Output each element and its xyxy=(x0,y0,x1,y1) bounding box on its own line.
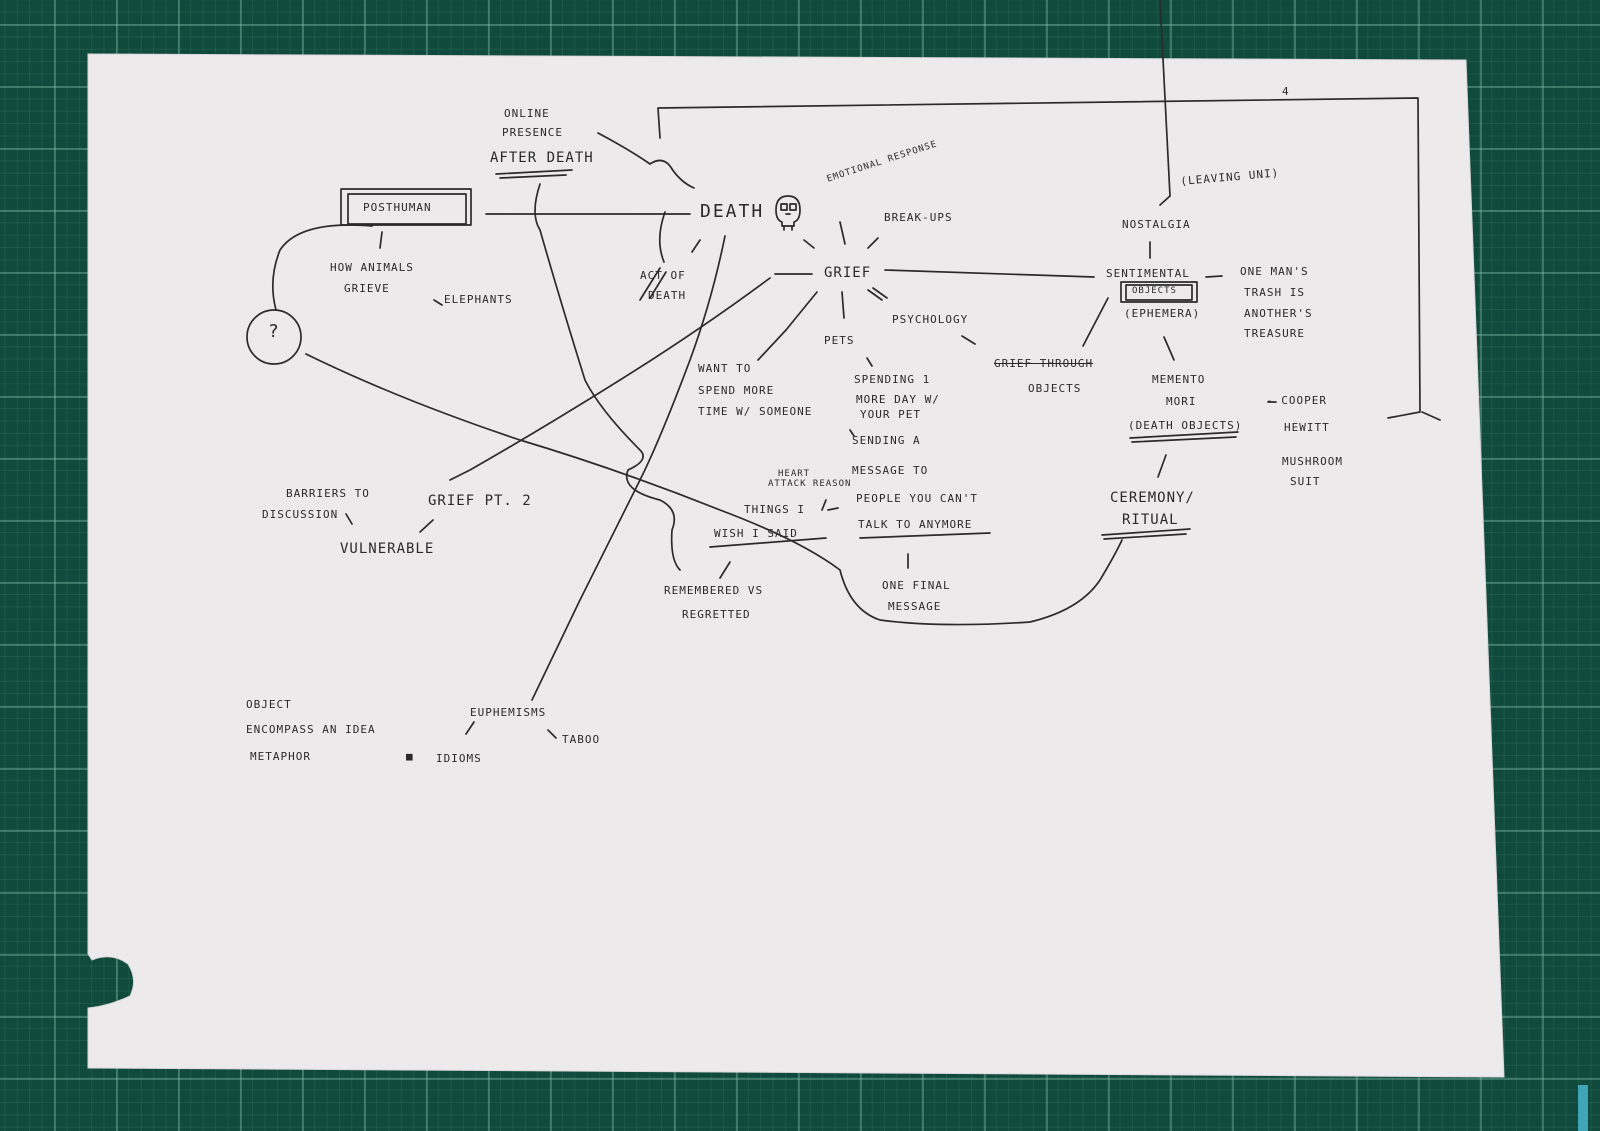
posthuman-node: POSTHUMAN xyxy=(363,201,432,214)
things-said-line1: THINGS I xyxy=(744,503,805,516)
remembered-line2: REGRETTED xyxy=(682,608,751,621)
mushroom-suit-line2: SUIT xyxy=(1290,475,1321,488)
sending-message-line1: SENDING A xyxy=(852,434,921,447)
mushroom-suit-line1: MUSHROOM xyxy=(1282,455,1343,468)
question-circle xyxy=(246,309,302,365)
cooper-hewitt-line2: HEWITT xyxy=(1284,421,1330,434)
one-mans-trash-line2: TRASH IS xyxy=(1244,286,1305,299)
scribble-mark: ■ xyxy=(406,750,414,763)
one-final-line1: ONE FINAL xyxy=(882,579,951,592)
nostalgia-label: NOSTALGIA xyxy=(1122,218,1191,231)
cutting-mat-ruler-edge xyxy=(1578,1085,1588,1131)
sentimental-label: SENTIMENTAL xyxy=(1106,267,1190,280)
ceremony-ritual-line2: RITUAL xyxy=(1122,512,1179,528)
break-ups-label: BREAK-UPS xyxy=(884,211,953,224)
act-of-death-line2: DEATH xyxy=(648,289,687,302)
online-presence-line2: PRESENCE xyxy=(502,126,563,139)
memento-mori-line3: (DEATH OBJECTS) xyxy=(1128,419,1243,432)
object-idea-line3: METAPHOR xyxy=(250,750,311,763)
border-loop-line xyxy=(657,97,1441,421)
spending-day-line3: YOUR PET xyxy=(860,408,921,421)
want-to-line2: SPEND MORE xyxy=(698,384,775,397)
one-mans-trash-line3: ANOTHER'S xyxy=(1244,307,1313,320)
memento-mori-line1: MEMENTO xyxy=(1152,373,1206,386)
psychology-label: PSYCHOLOGY xyxy=(892,313,969,326)
sending-message-line4: TALK TO ANYMORE xyxy=(858,518,973,531)
sentimental-objects-label: OBJECTS xyxy=(1132,286,1177,296)
object-idea-line1: OBJECT xyxy=(246,698,292,711)
heart-attack-line1: HEART xyxy=(778,469,811,479)
ceremony-ritual-line1: CEREMONY/ xyxy=(1110,490,1195,506)
things-said-line2: WISH I SAID xyxy=(714,527,798,540)
skull-icon xyxy=(775,195,801,231)
want-to-line1: WANT TO xyxy=(698,362,752,375)
object-idea-line2: ENCOMPASS AN IDEA xyxy=(246,723,376,736)
connector-lines xyxy=(246,0,1441,739)
death-node: DEATH xyxy=(700,201,765,222)
taboo-label: TABOO xyxy=(562,733,601,746)
elephants-label: ELEPHANTS xyxy=(444,293,513,306)
online-presence-line1: ONLINE xyxy=(504,107,550,120)
barriers-line2: DISCUSSION xyxy=(262,508,339,521)
spending-day-line2: MORE DAY W/ xyxy=(856,393,940,406)
remembered-line1: REMEMBERED VS xyxy=(664,584,764,597)
grief-node: GRIEF xyxy=(824,265,872,281)
pets-label: PETS xyxy=(824,334,855,347)
ephemera-label: (EPHEMERA) xyxy=(1124,307,1201,320)
idioms-label: IDIOMS xyxy=(436,752,482,765)
one-final-line2: MESSAGE xyxy=(888,600,942,613)
paper-sheet xyxy=(87,53,1505,1078)
grief-pt2-node: GRIEF PT. 2 xyxy=(428,493,532,509)
heart-attack-line2: ATTACK REASON xyxy=(768,479,852,489)
posthuman-box-inner xyxy=(347,193,467,225)
act-of-death-line1: ACT OF xyxy=(640,269,686,282)
want-to-line3: TIME W/ SOMEONE xyxy=(698,405,813,418)
animals-grieve-line2: GRIEVE xyxy=(344,282,390,295)
sentimental-objects-box xyxy=(1120,281,1198,303)
sending-message-line3: PEOPLE YOU CAN'T xyxy=(856,492,978,505)
spending-day-line1: SPENDING 1 xyxy=(854,373,931,386)
grief-through-label: GRIEF THROUGH xyxy=(994,357,1094,370)
barriers-line1: BARRIERS TO xyxy=(286,487,370,500)
cooper-hewitt-line1: - COOPER xyxy=(1266,394,1327,407)
one-mans-trash-line1: ONE MAN'S xyxy=(1240,265,1309,278)
sending-message-line2: MESSAGE TO xyxy=(852,464,929,477)
vulnerable-label: VULNERABLE xyxy=(340,541,435,557)
question-mark: ? xyxy=(268,321,281,342)
corner-number-mark: 4 xyxy=(1282,85,1290,98)
online-presence-line3: AFTER DEATH xyxy=(490,150,594,166)
grief-objects-label: OBJECTS xyxy=(1028,382,1082,395)
animals-grieve-line1: HOW ANIMALS xyxy=(330,261,414,274)
posthuman-box xyxy=(340,188,472,226)
one-mans-trash-line4: TREASURE xyxy=(1244,327,1305,340)
euphemisms-node: EUPHEMISMS xyxy=(470,706,547,719)
memento-mori-line2: MORI xyxy=(1166,395,1197,408)
